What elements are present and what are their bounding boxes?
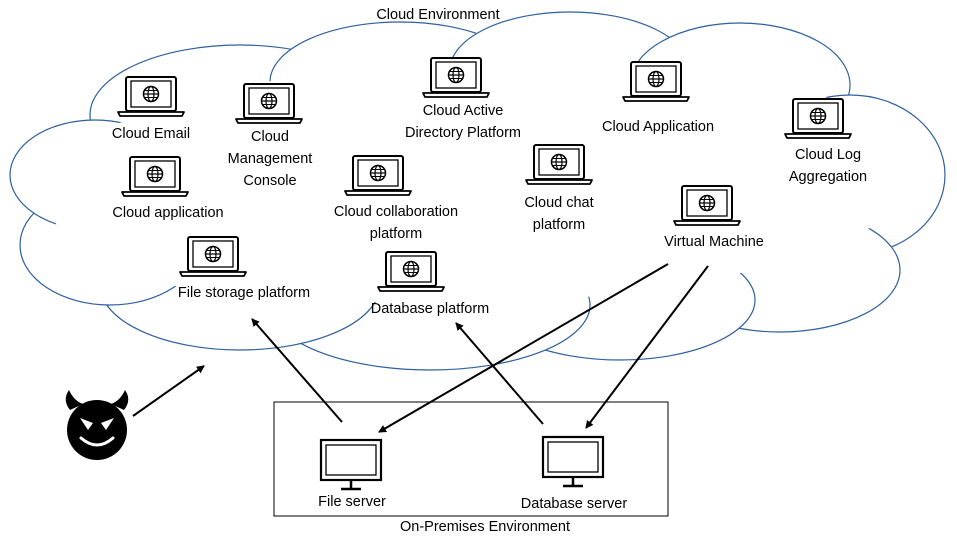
chat-label-line2: platform	[533, 217, 585, 233]
chat-label-line1: Cloud chat	[524, 195, 593, 211]
vm-to-db-server-arrow	[585, 265, 709, 429]
file-server-label: File server	[318, 494, 386, 510]
cloud-application-top-label: Cloud Application	[602, 119, 714, 135]
active-directory-label-line1: Cloud Active	[423, 103, 504, 119]
file-storage-label: File storage platform	[178, 285, 310, 301]
devil-face-icon	[65, 390, 129, 460]
cloud-email-label: Cloud Email	[112, 126, 190, 142]
attacker-to-cloud-arrow	[132, 365, 205, 417]
laptop-globe-icon	[525, 144, 593, 185]
laptop-globe-icon	[344, 155, 412, 196]
laptop-globe-icon	[422, 57, 490, 98]
log-aggregation-label-line2: Aggregation	[789, 169, 867, 185]
on-premises-boundary	[273, 401, 669, 517]
virtual-machine-label: Virtual Machine	[664, 234, 764, 250]
log-aggregation-label-line1: Cloud Log	[795, 147, 861, 163]
laptop-globe-icon	[121, 156, 189, 197]
vm-to-file-server-arrow	[378, 263, 669, 433]
collaboration-label-line2: platform	[370, 226, 422, 242]
laptop-globe-icon	[235, 83, 303, 124]
db-server-to-db-platform-arrow	[455, 322, 544, 425]
management-console-label-line3: Console	[243, 173, 296, 189]
monitor-icon	[541, 435, 605, 488]
laptop-globe-icon	[377, 251, 445, 292]
laptop-globe-icon	[117, 76, 185, 117]
on-premises-environment-title: On-Premises Environment	[400, 519, 570, 535]
connections	[132, 263, 709, 433]
database-server-label: Database server	[521, 496, 628, 512]
management-console-label-line2: Management	[228, 151, 313, 167]
monitor-icon	[319, 438, 383, 491]
active-directory-label-line2: Directory Platform	[405, 125, 521, 141]
cloud-environment-title: Cloud Environment	[376, 7, 499, 23]
laptop-globe-icon	[179, 236, 247, 277]
collaboration-label-line1: Cloud collaboration	[334, 204, 458, 220]
laptop-globe-icon	[784, 98, 852, 139]
file-server-to-storage-arrow	[251, 318, 343, 423]
database-platform-label: Database platform	[371, 301, 489, 317]
cloud-application-left-label: Cloud application	[112, 205, 223, 221]
management-console-label-line1: Cloud	[251, 129, 289, 145]
laptop-globe-icon	[673, 185, 741, 226]
laptop-globe-icon	[622, 61, 690, 102]
